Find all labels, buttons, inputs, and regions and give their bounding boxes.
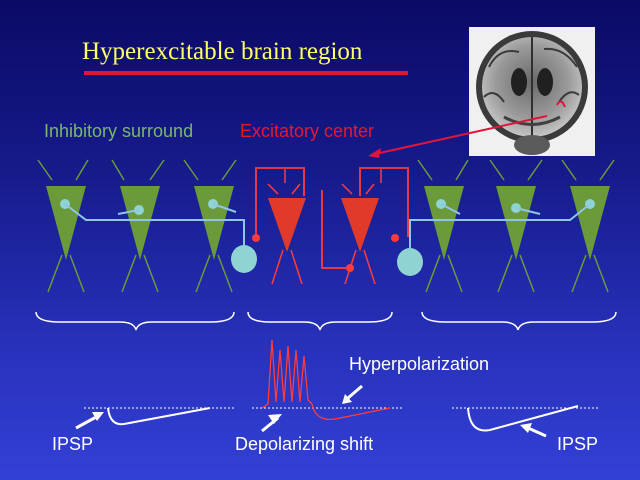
inhibitory-neuron xyxy=(183,159,237,293)
mri-brain-image xyxy=(469,27,595,156)
hyperpolarization-label: Hyperpolarization xyxy=(349,354,490,374)
interneuron-left xyxy=(231,245,257,273)
title-underline xyxy=(84,71,408,75)
ipsp-label-left: IPSP xyxy=(52,434,94,454)
mri-brain-drawing xyxy=(469,27,595,156)
mri-pointer-arrowhead xyxy=(368,148,381,158)
brace-left xyxy=(35,311,235,331)
inhibitory-neuron xyxy=(111,159,165,293)
interneuron-right xyxy=(397,248,423,276)
arrow-hyper-head xyxy=(342,394,352,404)
inhibitory-neuron xyxy=(417,159,469,293)
inhibitory-neuron xyxy=(37,159,89,293)
inhibitory-neurons-right xyxy=(397,159,615,293)
inhibitory-neuron xyxy=(561,159,615,293)
excitatory-center-label: Excitatory center xyxy=(240,121,375,141)
inhibitory-neuron xyxy=(489,159,543,293)
arrow-ipsp-left-head xyxy=(92,412,104,421)
arrow-ipsp-right-shaft xyxy=(527,426,547,438)
inhibitory-surround-label: Inhibitory surround xyxy=(44,121,194,141)
excitatory-center-neurons xyxy=(252,167,409,285)
inhibitory-neurons-left xyxy=(37,159,257,293)
depolarizing-shift-label: Depolarizing shift xyxy=(235,434,374,454)
arrow-ipsp-left-shaft xyxy=(75,414,99,430)
arrow-depol-head xyxy=(268,414,282,424)
brace-right xyxy=(421,311,617,331)
excitatory-neuron xyxy=(268,198,306,252)
ipsp-trace-right xyxy=(467,405,579,432)
arrow-hyper-shaft xyxy=(347,384,363,400)
brace-center xyxy=(247,311,393,331)
depolarizing-shift-trace xyxy=(261,339,391,421)
mri-pointer-line xyxy=(374,115,548,155)
slide-title: Hyperexcitable brain region xyxy=(82,38,363,65)
ipsp-label-right: IPSP xyxy=(557,434,599,454)
ipsp-trace-left xyxy=(107,407,211,426)
arrow-ipsp-right-head xyxy=(520,423,532,433)
excitatory-neuron xyxy=(341,198,379,252)
